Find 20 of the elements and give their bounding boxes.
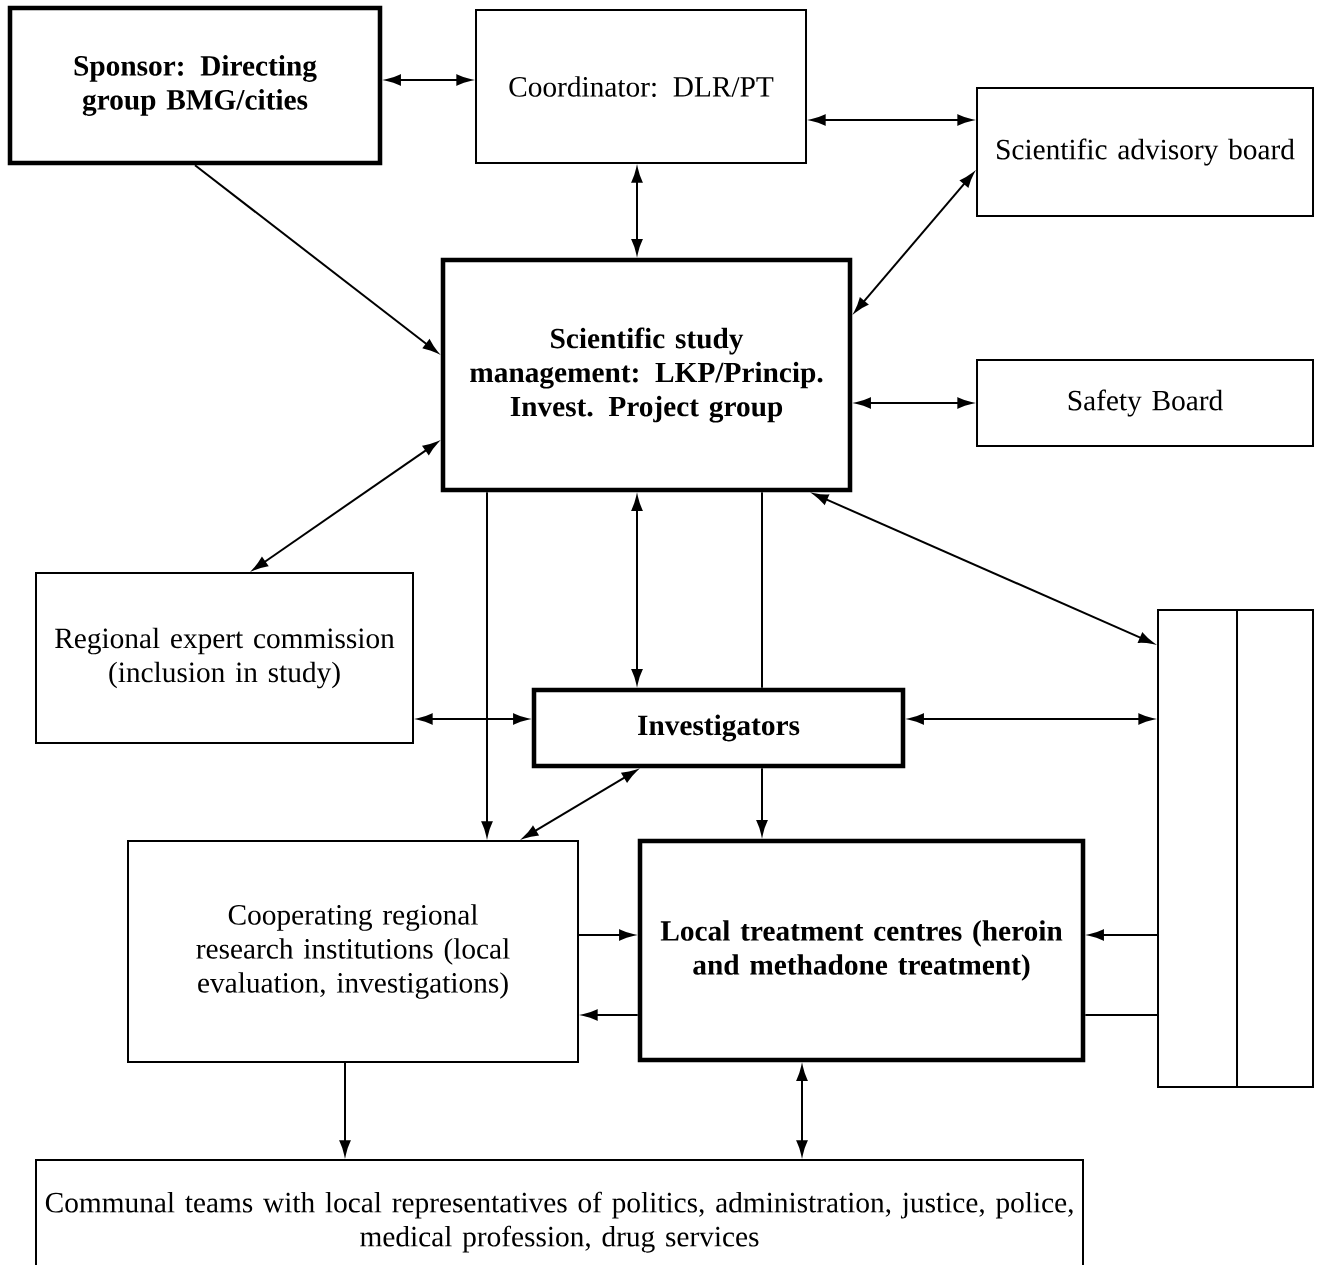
process-box: Scientific advisory board [976, 87, 1314, 217]
arrow [481, 491, 493, 837]
sponsor-box: Sponsor: Directing group BMG/cities [7, 5, 383, 166]
process-box: Investigators [531, 687, 906, 769]
arrow [810, 114, 973, 126]
process-box: Safety Board [976, 359, 1314, 447]
split-column-box [1157, 609, 1314, 1088]
process-box: Local treatment centres (heroin and methadone treatment) [637, 838, 1086, 1063]
arrow [854, 172, 974, 313]
process-box: Communal teams with local representatives of politics, administration, justice, police, medical profession, drug services [35, 1159, 1084, 1265]
arrow [252, 441, 438, 571]
arrow [339, 1062, 351, 1156]
connector-line [1084, 1014, 1158, 1016]
process-box: Coordinator: DLR/PT [475, 9, 807, 164]
process-box: Regional expert commission (inclusion in study) [35, 572, 414, 744]
management-box: Scientific study management: LKP/Princip. Invest. Project group [440, 257, 853, 493]
connector-line [761, 491, 763, 689]
arrow [582, 1009, 639, 1021]
process-box: Cooperating regional research institutions (local evaluation, investigations) [127, 840, 579, 1063]
arrow [194, 164, 438, 354]
